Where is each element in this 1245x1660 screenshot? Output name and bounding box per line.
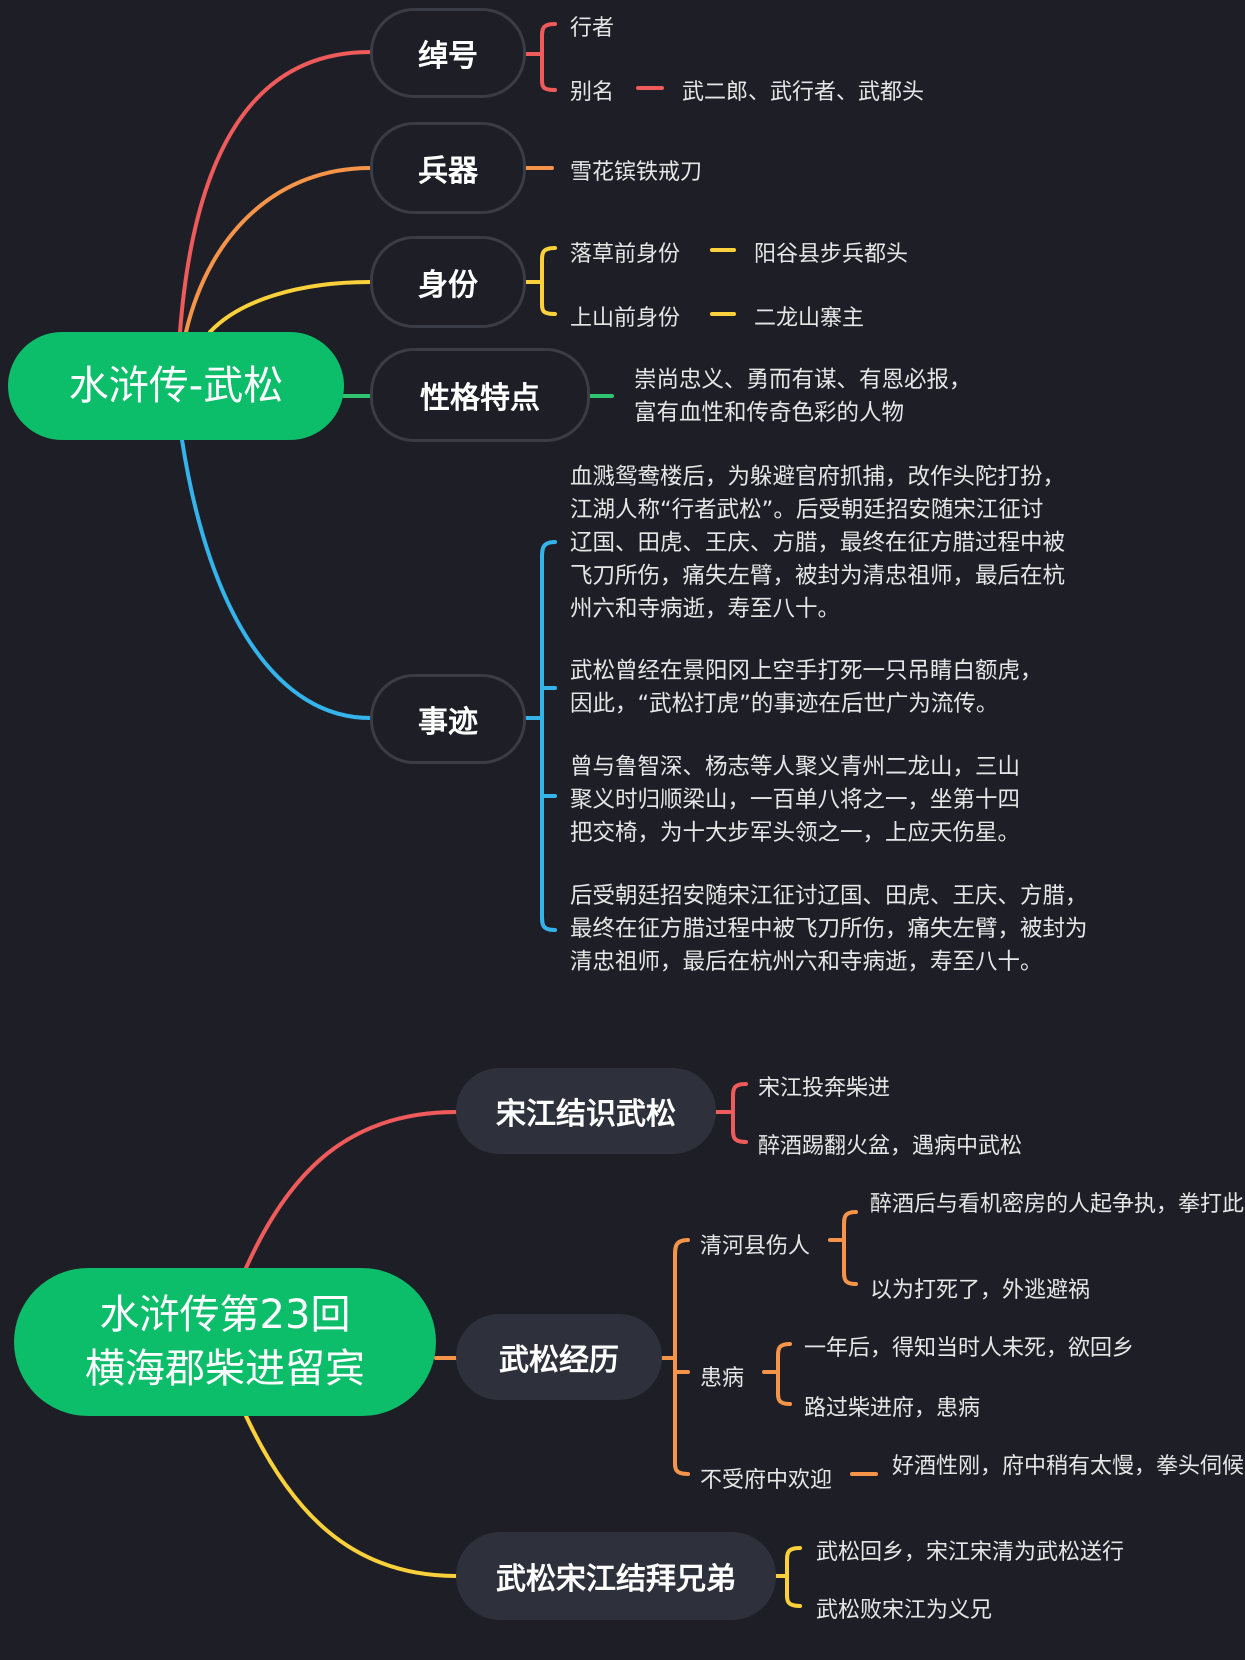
- bracket-identity: [524, 246, 557, 316]
- branch-identity[interactable]: 身份: [370, 236, 526, 328]
- unwelcome-value: 好酒性刚，府中稍有太慢，拳头伺候: [892, 1454, 1245, 1479]
- brothers-item: 武松回乡，宋江宋清为武松送行: [816, 1540, 1125, 1565]
- deed-item: 曾与鲁智深、杨志等人聚义青州二龙山，三山 聚义时归顺梁山，一百单八将之一，坐第十…: [570, 754, 1021, 846]
- bracket-injury: [828, 1210, 858, 1286]
- bracket-experience: [660, 1238, 690, 1476]
- bracket-illness: [762, 1342, 792, 1406]
- weapon-value: 雪花镔铁戒刀: [570, 160, 703, 185]
- bracket-deeds: [524, 540, 557, 932]
- connector-identity: [208, 280, 372, 334]
- bracket-brothers: [774, 1546, 802, 1608]
- bracket-meet: [714, 1082, 748, 1144]
- connector-epithet: [178, 50, 372, 334]
- branch-deeds[interactable]: 事迹: [370, 674, 526, 764]
- illness-item: 路过柴进府，患病: [804, 1396, 981, 1421]
- before-outlaw-value: 阳谷县步兵都头: [754, 242, 909, 267]
- meet-item: 宋江投奔柴进: [758, 1076, 891, 1101]
- deed-item: 武松曾经在景阳冈上空手打死一只吊睛白额虎， 因此，“武松打虎”的事迹在后世广为流…: [570, 658, 1043, 717]
- branch-weapon[interactable]: 兵器: [370, 122, 526, 214]
- connector-brothers: [244, 1414, 458, 1578]
- before-mountain-label: 上山前身份: [570, 306, 681, 331]
- connector-meet: [244, 1110, 458, 1270]
- brothers-item: 武松败宋江为义兄: [816, 1598, 993, 1623]
- injury-item: 以为打死了，外逃避祸: [870, 1278, 1091, 1303]
- alias-label: 别名: [570, 80, 615, 105]
- epithet-value: 行者: [570, 16, 615, 41]
- deed-item: 后受朝廷招安随宋江征讨辽国、田虎、王庆、方腊， 最终在征方腊过程中被飞刀所伤，痛…: [570, 883, 1088, 975]
- injury-label: 清河县伤人: [700, 1234, 811, 1259]
- connector-deeds: [180, 438, 372, 720]
- deed-item: 血溅鸳鸯楼后，为躲避官府抓捕，改作头陀打扮， 江湖人称“行者武松”。后受朝廷招安…: [570, 464, 1066, 622]
- root-node-wusong[interactable]: 水浒传-武松: [8, 332, 344, 440]
- bracket-epithet: [524, 22, 557, 92]
- injury-item: 醉酒后与看机密房的人起争执，拳打此人: [870, 1192, 1245, 1217]
- illness-item: 一年后，得知当时人未死，欲回乡: [804, 1336, 1135, 1361]
- branch-character[interactable]: 性格特点: [370, 348, 590, 442]
- branch-epithet[interactable]: 绰号: [370, 8, 526, 98]
- before-outlaw-label: 落草前身份: [570, 242, 681, 267]
- character-text: 崇尚忠义、勇而有谋、有恩必报， 富有血性和传奇色彩的人物: [634, 367, 972, 426]
- branch-experience[interactable]: 武松经历: [456, 1314, 662, 1400]
- meet-item: 醉酒踢翻火盆，遇病中武松: [758, 1134, 1023, 1159]
- branch-meet[interactable]: 宋江结识武松: [456, 1068, 716, 1154]
- connector-weapon: [184, 166, 372, 334]
- root-node-chapter23[interactable]: 水浒传第23回 横海郡柴进留宾: [14, 1268, 436, 1416]
- branch-brothers[interactable]: 武松宋江结拜兄弟: [456, 1532, 776, 1620]
- illness-label: 患病: [700, 1366, 745, 1391]
- unwelcome-label: 不受府中欢迎: [700, 1468, 833, 1493]
- alias-value: 武二郎、武行者、武都头: [682, 80, 925, 105]
- before-mountain-value: 二龙山寨主: [754, 306, 865, 331]
